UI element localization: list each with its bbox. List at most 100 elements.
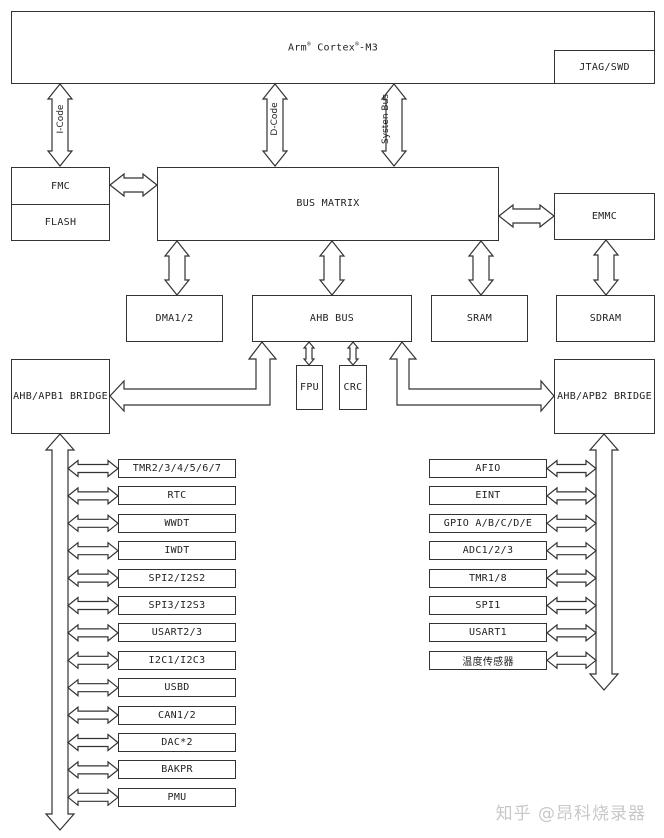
emmc-box: EMMC <box>554 193 655 240</box>
emmc-sdram-arrow <box>592 239 620 296</box>
peripheral-label: IWDT <box>164 545 190 557</box>
apb1-peripheral-arrow <box>67 486 119 506</box>
system-bus-arrow <box>380 83 408 167</box>
ahb-crc-arrow <box>346 341 360 366</box>
apb1-peripheral-arrow <box>67 596 119 615</box>
peripheral-apb1_peripherals-9: CAN1/2 <box>118 705 236 725</box>
peripheral-apb2_peripherals-2: GPIO A/B/C/D/E <box>429 513 547 533</box>
ahb-apb1-arrow <box>109 341 278 413</box>
peripheral-apb1_peripherals-10: DAC*2 <box>118 733 236 752</box>
matrix-sram-arrow <box>467 240 495 296</box>
peripheral-apb2_peripherals-1: EINT <box>429 486 547 506</box>
watermark: 知乎 @昂科烧录器 <box>495 804 646 824</box>
peripheral-apb1_peripherals-5: SPI3/I2S3 <box>118 596 236 615</box>
apb2-bridge-box: AHB/APB2 BRIDGE <box>554 359 655 434</box>
apb2-bridge-label: AHB/APB2 BRIDGE <box>557 391 652 402</box>
peripheral-apb1_peripherals-0: TMR2/3/4/5/6/7 <box>118 459 236 478</box>
bus-matrix-box: BUS MATRIX <box>157 167 499 241</box>
ahb-bus-label: AHB BUS <box>309 313 355 324</box>
peripheral-apb1_peripherals-12: PMU <box>118 787 236 807</box>
apb2-peripheral-arrow <box>546 623 597 643</box>
peripheral-label: SPI2/I2S2 <box>148 572 206 584</box>
peripheral-apb1_peripherals-4: SPI2/I2S2 <box>118 568 236 588</box>
dcode-arrow <box>261 83 289 167</box>
apb2-bus-arrow <box>588 433 620 691</box>
apb1-peripheral-arrow <box>67 568 119 588</box>
core-label: Arm® Cortex®-M3 <box>287 41 379 54</box>
cortex-m3-core: Arm® Cortex®-M3 <box>11 11 655 84</box>
peripheral-label: RTC <box>167 490 187 502</box>
apb1-peripheral-arrow <box>67 541 119 560</box>
peripheral-apb2_peripherals-6: USART1 <box>429 623 547 643</box>
ahb-bus-box: AHB BUS <box>252 295 412 342</box>
apb1-peripheral-arrow <box>67 788 119 807</box>
ahb-fpu-arrow <box>302 341 316 366</box>
apb1-peripheral-arrow <box>67 459 119 478</box>
fmc-box: FMC <box>11 167 110 205</box>
fmc-label: FMC <box>51 180 70 192</box>
peripheral-label: 温度传感器 <box>462 656 514 668</box>
peripheral-label: SPI3/I2S3 <box>148 600 206 611</box>
peripheral-apb2_peripherals-0: AFIO <box>429 459 547 478</box>
peripheral-label: BAKPR <box>161 764 193 776</box>
apb1-peripheral-arrow <box>67 760 119 780</box>
flash-label: FLASH <box>44 217 77 228</box>
sram-label: SRAM <box>466 313 493 324</box>
sdram-box: SDRAM <box>556 295 655 342</box>
dcode-label: D-Code <box>270 102 280 136</box>
apb1-peripheral-arrow <box>67 514 119 533</box>
matrix-dma-arrow <box>163 240 191 296</box>
peripheral-apb1_peripherals-7: I2C1/I2C3 <box>118 650 236 670</box>
peripheral-label: I2C1/I2C3 <box>148 654 206 666</box>
apb1-peripheral-arrow <box>67 733 119 752</box>
sram-box: SRAM <box>431 295 528 342</box>
apb2-peripheral-arrow <box>546 541 597 560</box>
dma-label: DMA1/2 <box>155 313 194 324</box>
peripheral-label: ADC1/2/3 <box>462 545 514 557</box>
peripheral-apb1_peripherals-11: BAKPR <box>118 760 236 780</box>
apb2-peripheral-arrow <box>546 651 597 670</box>
jtag-swd-box: JTAG/SWD <box>554 50 655 84</box>
icode-label: I-Code <box>56 104 66 134</box>
peripheral-label: CAN1/2 <box>158 709 196 721</box>
apb1-bridge-box: AHB/APB1 BRIDGE <box>11 359 110 434</box>
sdram-label: SDRAM <box>589 313 622 324</box>
fpu-label: FPU <box>300 382 319 393</box>
apb2-peripheral-arrow <box>546 486 597 506</box>
peripheral-apb1_peripherals-3: IWDT <box>118 541 236 561</box>
matrix-ahb-arrow <box>318 240 346 296</box>
peripheral-apb1_peripherals-2: WWDT <box>118 513 236 533</box>
system-bus-label: Systen Bus <box>381 94 391 144</box>
peripheral-label: GPIO A/B/C/D/E <box>443 517 533 529</box>
apb1-peripheral-arrow <box>67 705 119 725</box>
flash-box: FLASH <box>11 204 110 241</box>
fmc-matrix-arrow <box>109 172 158 198</box>
apb2-peripheral-arrow <box>546 596 597 615</box>
apb1-peripheral-arrow <box>67 623 119 643</box>
crc-box: CRC <box>339 365 367 410</box>
peripheral-apb2_peripherals-4: TMR1/8 <box>429 568 547 588</box>
peripheral-label: PMU <box>167 791 187 803</box>
peripheral-label: USBD <box>164 682 190 694</box>
peripheral-label: WWDT <box>164 517 190 529</box>
icode-arrow <box>46 83 74 167</box>
emmc-label: EMMC <box>591 211 618 222</box>
peripheral-label: USART1 <box>469 627 507 639</box>
jtag-swd-label: JTAG/SWD <box>579 61 630 73</box>
apb2-peripheral-arrow <box>546 514 597 533</box>
peripheral-label: TMR2/3/4/5/6/7 <box>132 463 222 474</box>
apb1-bridge-label: AHB/APB1 BRIDGE <box>13 391 108 402</box>
peripheral-label: TMR1/8 <box>469 572 507 584</box>
peripheral-apb1_peripherals-8: USBD <box>118 678 236 698</box>
apb2-peripheral-arrow <box>546 568 597 588</box>
bus-matrix-label: BUS MATRIX <box>296 197 360 209</box>
peripheral-apb1_peripherals-6: USART2/3 <box>118 623 236 643</box>
apb1-peripheral-arrow <box>67 678 119 697</box>
apb2-peripheral-arrow <box>546 459 597 478</box>
crc-label: CRC <box>343 382 363 393</box>
peripheral-label: USART2/3 <box>151 627 203 639</box>
apb1-peripheral-arrow <box>67 651 119 670</box>
matrix-emmc-arrow <box>498 203 555 229</box>
peripheral-label: DAC*2 <box>161 737 193 748</box>
